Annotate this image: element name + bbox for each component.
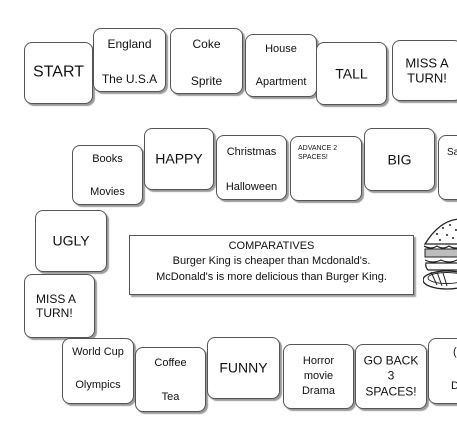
tile-big-label: BIG <box>387 151 412 168</box>
tile-text-christmas: Christmas <box>226 146 277 158</box>
tile-text-house: House <box>265 43 297 55</box>
tile-text-partial-row3-top: ( <box>453 346 457 358</box>
tile-text-drama: Drama <box>301 385 335 398</box>
comparatives-box: COMPARATIVES Burger King is cheaper than… <box>129 235 414 295</box>
tile-go-back-label: GO BACK 3 SPACES! <box>356 353 426 400</box>
tile-text-partial-row3-bottom: D <box>451 380 457 392</box>
tile-text-books: Books <box>92 153 123 165</box>
tile-miss-turn-left-label: MISS A TURN! <box>25 292 94 320</box>
tile-horror-label: Horror movie Drama <box>284 353 353 399</box>
tile-go-back-line3: SPACES! <box>365 384 417 399</box>
tile-miss-turn-left-line2: TURN! <box>36 306 73 320</box>
tile-partial-right-row3[interactable]: ( D <box>428 338 457 404</box>
tile-miss-turn-top[interactable]: MISS A TURN! <box>392 40 457 101</box>
tile-christmas-halloween[interactable]: Christmas Halloween <box>216 135 287 200</box>
tile-happy[interactable]: HAPPY <box>144 128 214 190</box>
tile-coke-sprite[interactable]: Coke Sprite <box>170 28 243 94</box>
tile-ugly[interactable]: UGLY <box>35 210 107 272</box>
tile-tall-label: TALL <box>335 65 368 82</box>
comparatives-line1: Burger King is cheaper than Mcdonald's. <box>172 255 371 268</box>
tile-go-back-3[interactable]: GO BACK 3 SPACES! <box>355 344 427 409</box>
tile-start-label: START <box>33 63 84 81</box>
tile-text-sprite: Sprite <box>190 74 223 88</box>
tile-text-england: England <box>107 37 152 51</box>
tile-text-coffee: Coffee <box>154 357 187 369</box>
tile-big[interactable]: BIG <box>364 128 435 191</box>
tile-text-usa: The U.S.A <box>101 72 158 86</box>
tile-advance-2-line2: SPACES! <box>298 153 328 161</box>
tile-text-apartment: Apartment <box>255 76 307 88</box>
tile-ugly-label: UGLY <box>52 232 90 249</box>
tile-text-partial-row2: Sa <box>447 147 457 158</box>
burger-icon <box>423 218 457 290</box>
tile-text-halloween: Halloween <box>225 181 278 193</box>
tile-books-movies[interactable]: Books Movies <box>72 145 143 205</box>
tile-text-world-cup: World Cup <box>72 346 124 358</box>
tile-go-back-line2: 3 <box>387 368 395 383</box>
tile-worldcup-olympics[interactable]: World Cup Olympics <box>62 338 134 404</box>
tile-funny-label: FUNNY <box>219 359 268 376</box>
tile-miss-turn-top-line1: MISS A <box>405 55 449 71</box>
tile-go-back-line1: GO BACK <box>363 353 419 368</box>
tile-miss-turn-left[interactable]: MISS A TURN! <box>24 274 95 338</box>
tile-start[interactable]: START <box>24 42 93 104</box>
tile-funny[interactable]: FUNNY <box>207 337 280 399</box>
tile-partial-right-row2[interactable]: Sa <box>438 135 457 200</box>
tile-horror-movie-drama[interactable]: Horror movie Drama <box>283 344 354 409</box>
tile-miss-turn-top-line2: TURN! <box>407 70 447 86</box>
tile-miss-turn-left-line1: MISS A <box>36 291 77 306</box>
tile-happy-label: HAPPY <box>155 150 203 167</box>
tile-miss-turn-top-label: MISS A TURN! <box>393 55 457 86</box>
tile-coffee-tea[interactable]: Coffee Tea <box>135 347 206 412</box>
tile-text-tea: Tea <box>161 391 180 403</box>
tile-text-horror: Horror <box>302 354 335 367</box>
tile-advance-2-line1: ADVANCE 2 <box>298 145 338 152</box>
tile-text-movie: movie <box>303 369 334 382</box>
comparatives-line2: McDonald's is more delicious than Burger… <box>156 270 387 283</box>
tile-england-usa[interactable]: England The U.S.A <box>93 28 166 92</box>
tile-advance-2[interactable]: ADVANCE 2 SPACES! <box>290 136 362 201</box>
tile-text-movies: Movies <box>90 186 125 198</box>
tile-text-coke: Coke <box>192 37 221 51</box>
comparatives-title: COMPARATIVES <box>228 240 315 252</box>
tile-text-olympics: Olympics <box>75 379 121 391</box>
tile-tall[interactable]: TALL <box>316 42 387 105</box>
tile-house-apartment[interactable]: House Apartment <box>245 34 317 97</box>
tile-advance-2-label: ADVANCE 2 SPACES! <box>298 145 337 163</box>
